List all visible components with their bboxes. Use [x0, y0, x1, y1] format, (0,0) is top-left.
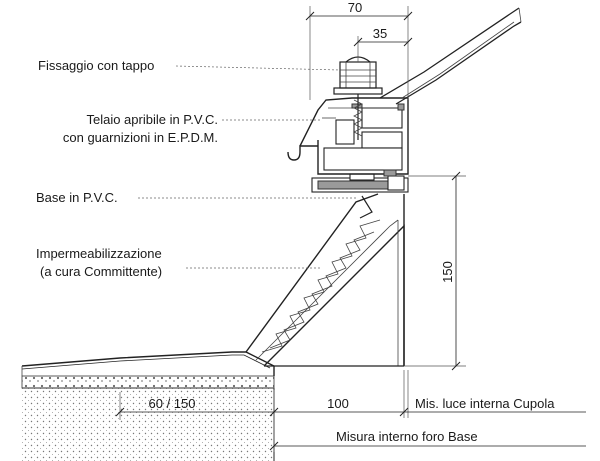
frame-label-line1: Telaio apribile in P.V.C. — [86, 112, 218, 127]
base-hole-label: Misura interno foro Base — [336, 429, 478, 444]
roof-slab — [22, 387, 275, 461]
callout-frame: Telaio apribile in P.V.C. con guarnizion… — [63, 112, 322, 145]
dim-60-150-label: 60 / 150 — [149, 396, 196, 411]
curb-base-profile — [245, 173, 409, 367]
base-label: Base in P.V.C. — [36, 190, 118, 205]
dimension-top-70: 70 — [305, 0, 413, 100]
dome-sheet — [379, 7, 522, 105]
clear-opening-label: Mis. luce interna Cupola — [415, 396, 555, 411]
waterproof-label-line1: Impermeabilizzazione — [36, 246, 162, 261]
dim-35-label: 35 — [373, 26, 387, 41]
callout-fixing: Fissaggio con tappo — [38, 58, 341, 73]
fixing-label: Fissaggio con tappo — [38, 58, 154, 73]
frame-label-line2: con guarnizioni in E.P.D.M. — [63, 130, 218, 145]
callout-waterproofing: Impermeabilizzazione (a cura Committente… — [36, 246, 322, 279]
dim-70-label: 70 — [348, 0, 362, 15]
callout-base: Base in P.V.C. — [36, 190, 358, 205]
dimension-height-150: 150 — [404, 171, 466, 371]
openable-frame-profile — [287, 97, 409, 177]
waterproof-membrane — [21, 351, 275, 376]
dim-100-label: 100 — [327, 396, 349, 411]
dimension-top-35: 35 — [353, 26, 413, 62]
waterproof-label-line2: (a cura Committente) — [40, 264, 162, 279]
screed-layer — [21, 375, 275, 389]
dim-150-label: 150 — [440, 261, 455, 283]
dimension-bottom: 60 / 150 100 Mis. luce interna Cupola Mi… — [115, 370, 586, 452]
